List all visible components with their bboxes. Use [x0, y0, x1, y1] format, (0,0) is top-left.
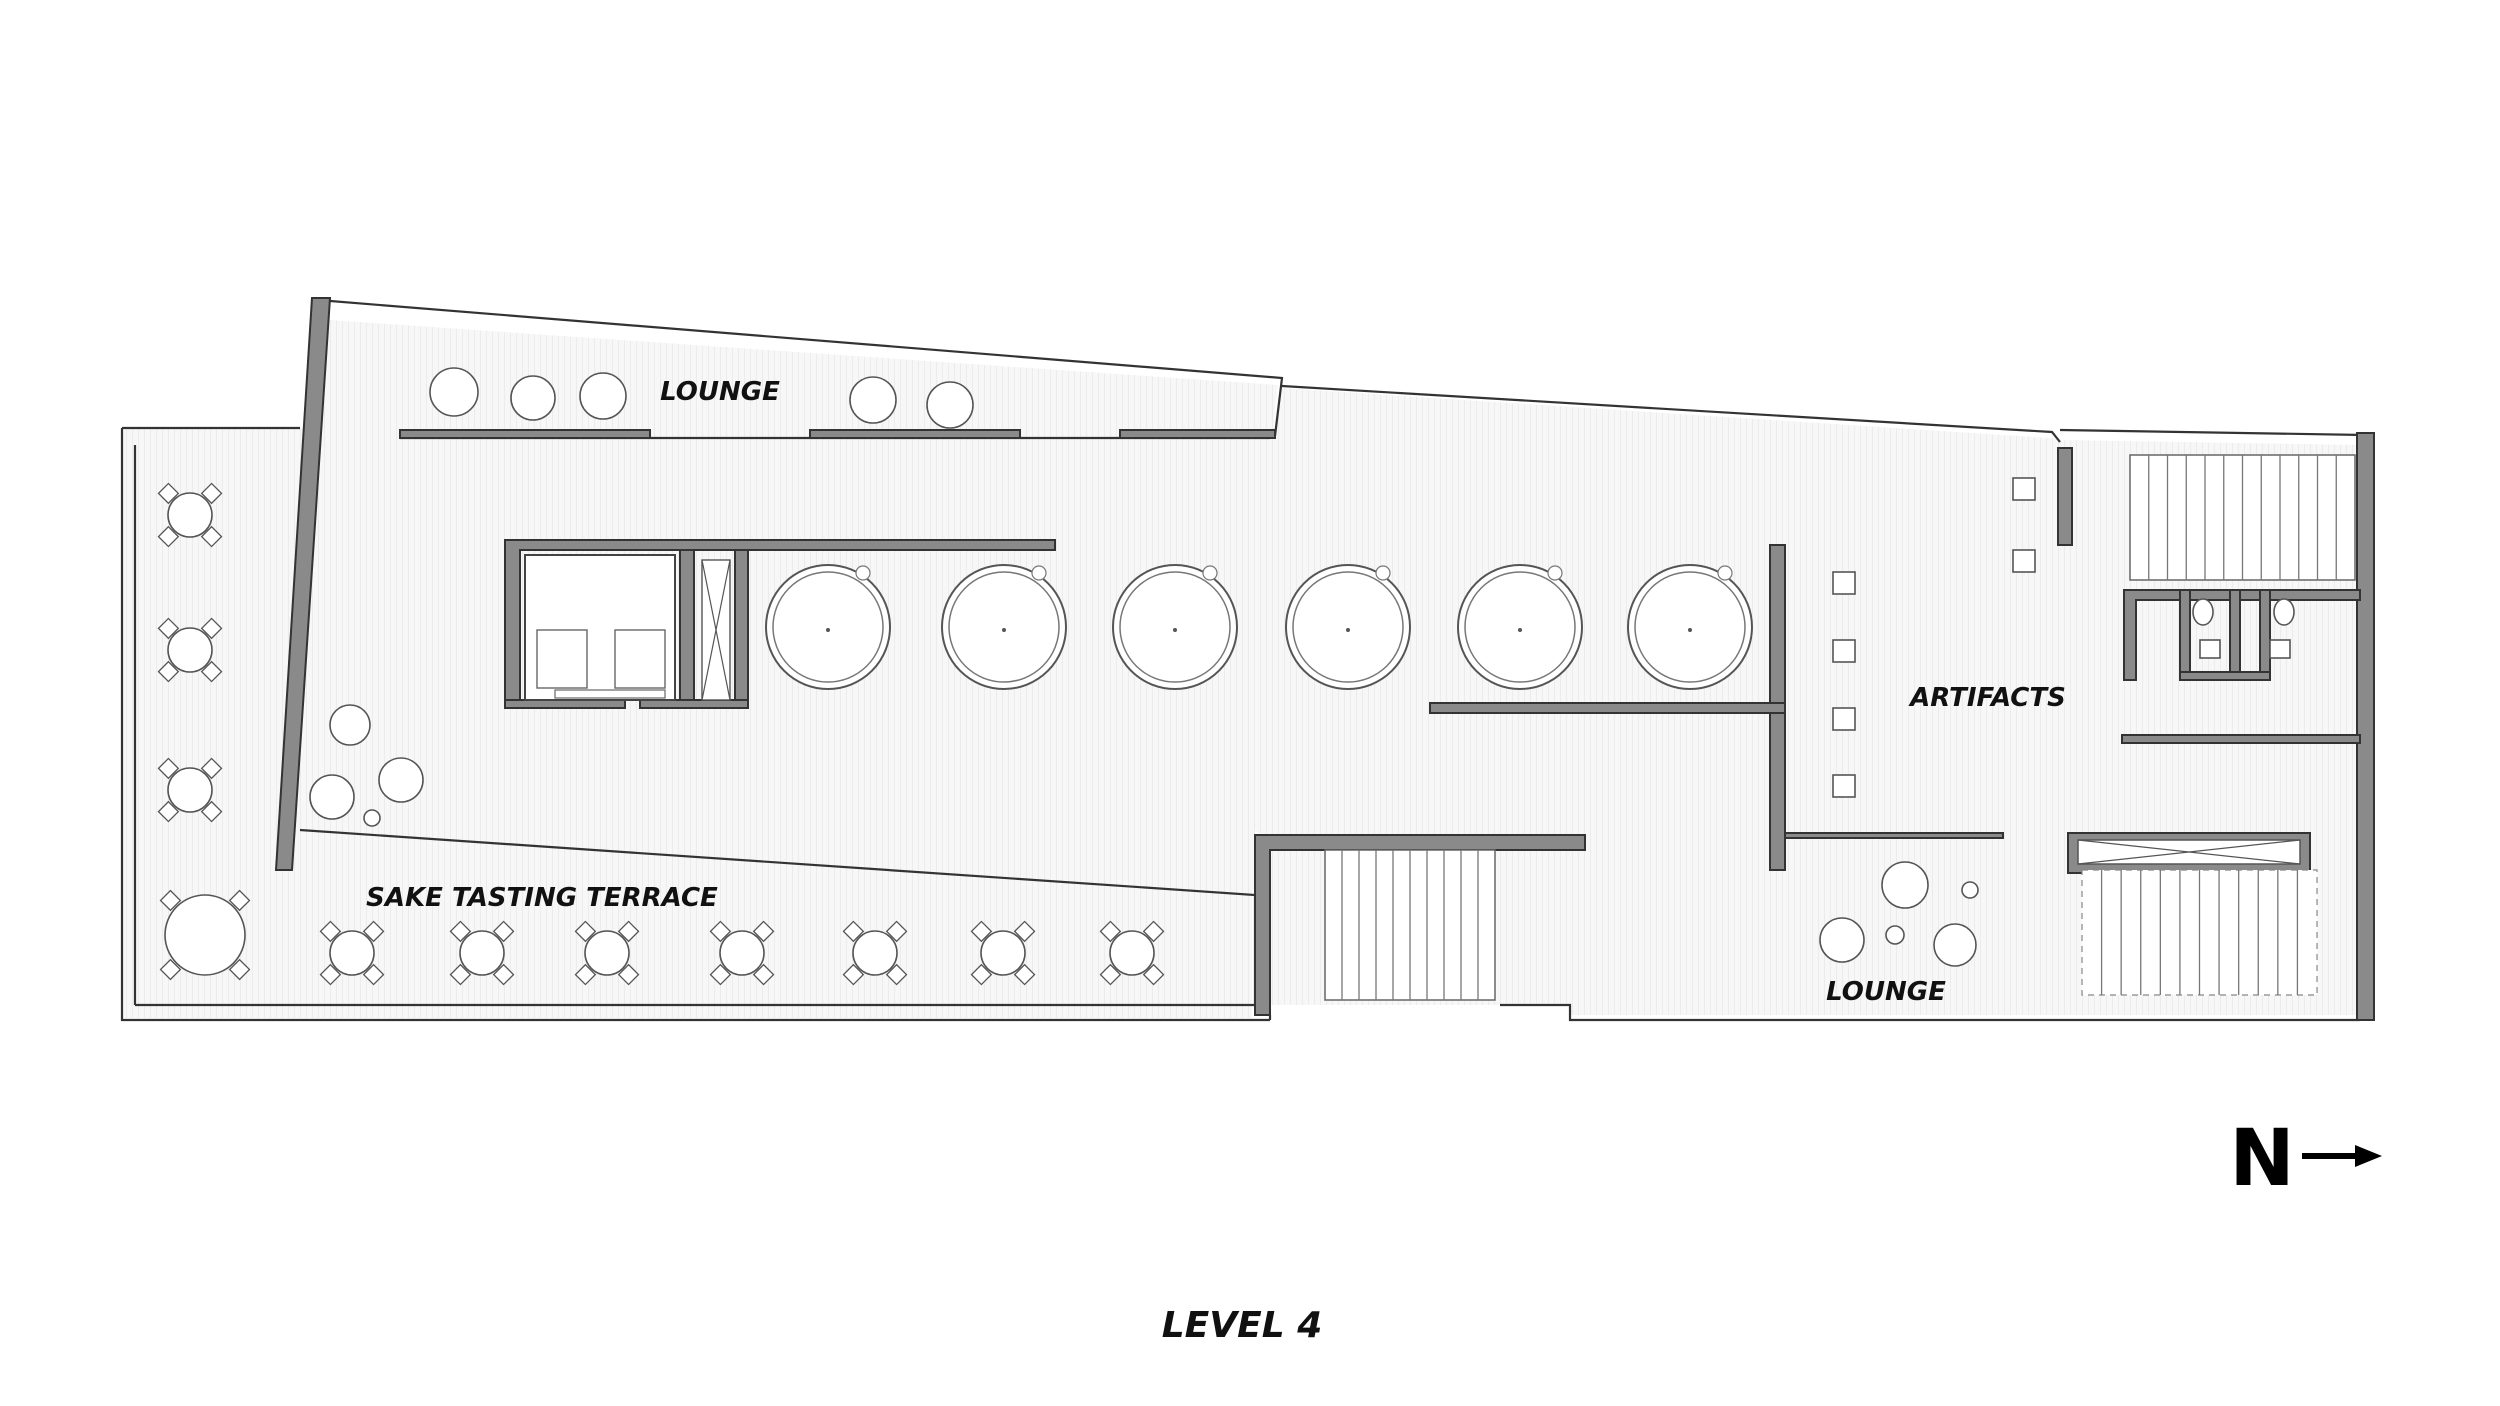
- table: [449, 920, 515, 986]
- table: [1099, 920, 1165, 986]
- table: [157, 482, 223, 548]
- lounge-top-floor: [318, 320, 1278, 438]
- tank-room-wall-left: [679, 549, 695, 707]
- tank: [1627, 564, 1753, 690]
- lounge-top-wall-3: [1119, 429, 1276, 439]
- arrow-right-icon: [2302, 1145, 2382, 1167]
- stairs-north: [2129, 454, 2356, 581]
- tank: [1112, 564, 1238, 690]
- lounge-top-seating: [429, 367, 974, 429]
- label-lounge-top: LOUNGE: [660, 377, 780, 407]
- table: [709, 920, 775, 986]
- table: [157, 617, 223, 683]
- north-letter: N: [2229, 1114, 2294, 1204]
- lounge-top-wall-2: [809, 429, 1021, 439]
- artifacts-wall: [2121, 734, 2361, 744]
- north-arrow: N: [2229, 1114, 2382, 1204]
- sake-tanks: [765, 564, 1753, 690]
- label-artifacts: ARTIFACTS: [1908, 683, 2066, 713]
- restroom-wall: [2123, 589, 2361, 681]
- restroom-divider3: [2259, 589, 2271, 681]
- stairs-central: [1324, 849, 1496, 1001]
- west-wall: [274, 297, 332, 871]
- floor-areas: [122, 320, 2365, 1018]
- table: [159, 889, 251, 981]
- west-lounge-seating: [309, 704, 424, 827]
- lounge-divider: [1784, 832, 2004, 839]
- tank: [765, 564, 891, 690]
- elevator-shaft: [701, 559, 2301, 865]
- east-wall: [2356, 432, 2375, 1021]
- tank-room-wall-bottom3: [1429, 702, 1786, 714]
- table: [970, 920, 1036, 986]
- lounge-bottom-seating: [1819, 861, 1979, 967]
- tank: [1457, 564, 1583, 690]
- restroom-fixtures: [2192, 598, 2295, 659]
- restroom-divider2: [2229, 589, 2241, 681]
- terrace-tables: [157, 482, 1165, 986]
- artifact-pedestals: [1832, 477, 2036, 798]
- stairs-north-lower: [2081, 869, 2318, 996]
- tank-room-wall-left2: [734, 549, 749, 707]
- lounge-top-wall: [399, 429, 651, 439]
- walls: [274, 297, 2375, 1021]
- lift-cabin: [524, 554, 676, 701]
- tank-room-wall-bottom: [504, 699, 626, 709]
- table: [157, 757, 223, 823]
- stair-north-wall: [2057, 447, 2073, 546]
- table: [319, 920, 385, 986]
- label-sake-tasting-terrace: SAKE TASTING TERRACE: [366, 883, 718, 913]
- stair-core-wall-top: [1254, 834, 1586, 1016]
- table: [842, 920, 908, 986]
- tank: [1285, 564, 1411, 690]
- table: [574, 920, 640, 986]
- tank-room-wall-bottom2: [639, 699, 749, 709]
- level-title: LEVEL 4: [1162, 1305, 1323, 1346]
- label-lounge-bottom: LOUNGE: [1826, 977, 1946, 1007]
- restroom-wall-bottom: [2179, 671, 2271, 681]
- tank: [941, 564, 1067, 690]
- restroom-divider: [2179, 589, 2191, 681]
